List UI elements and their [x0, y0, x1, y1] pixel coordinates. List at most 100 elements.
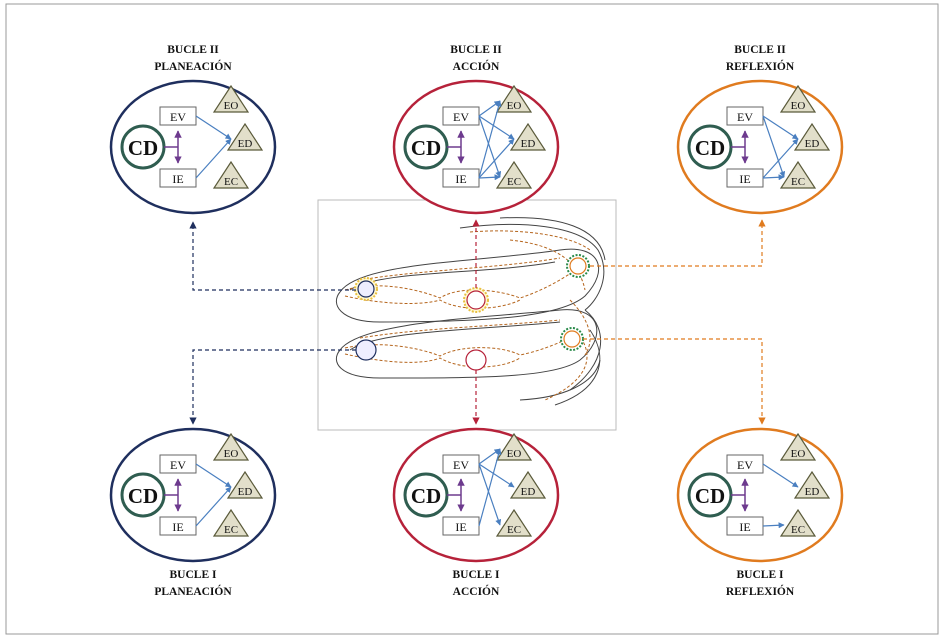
ed-label: ED	[238, 486, 253, 498]
panel-title-line1: BUCLE I	[170, 569, 217, 581]
ed-triangle	[226, 470, 264, 499]
connectors	[189, 219, 766, 425]
ie-label: IE	[455, 520, 466, 534]
ed-label: ED	[521, 138, 536, 150]
cd-label: CD	[695, 484, 725, 508]
panel-title-line2: REFLEXIÓN	[726, 584, 795, 598]
panel-title-line1: BUCLE II	[450, 44, 502, 56]
arrow-ev-ed	[762, 463, 799, 488]
ec-triangle	[495, 160, 533, 189]
arrow-ie-ed	[195, 486, 232, 527]
arrow-ie-ed	[762, 138, 799, 179]
mini-node-ref-2	[566, 254, 590, 278]
panel-title-line1: BUCLE II	[734, 44, 786, 56]
spiral-illustration	[317, 199, 617, 431]
arrow-ev-ec	[478, 115, 502, 178]
ev-label: EV	[453, 458, 469, 472]
arrow-ev-ec	[478, 463, 502, 526]
ed-label: ED	[238, 138, 253, 150]
panel-title-line2: PLANEACIÓN	[154, 584, 232, 598]
panel-title-line2: ACCIÓN	[453, 584, 500, 598]
arrow-ev-ed	[478, 115, 515, 140]
ed-triangle	[226, 122, 264, 151]
ed-label: ED	[805, 138, 820, 150]
ec-label: EC	[224, 176, 238, 188]
cd-label: CD	[128, 136, 158, 160]
mini-node-acc-2	[463, 287, 489, 313]
ed-label: ED	[805, 486, 820, 498]
arrow-ev-ed	[195, 463, 232, 488]
eo-triangle	[495, 84, 533, 113]
ie-label: IE	[172, 172, 183, 186]
ev-label: EV	[170, 458, 186, 472]
arrow-ie-ec	[478, 174, 501, 181]
mini-node-plan-1	[355, 339, 377, 361]
ie-label: IE	[172, 520, 183, 534]
panel-p1-acc: BUCLE I ACCIÓN CD EV IE EO ED EC	[392, 427, 560, 598]
ie-label: IE	[739, 520, 750, 534]
eo-label: EO	[224, 100, 239, 112]
ev-label: EV	[170, 110, 186, 124]
connector-ref-1	[583, 338, 766, 425]
arrow-ie-ed	[195, 138, 232, 179]
panel-title-line1: BUCLE I	[453, 569, 500, 581]
panel-title-line2: PLANEACIÓN	[154, 59, 232, 73]
ec-label: EC	[507, 524, 521, 536]
outer-frame	[5, 3, 939, 635]
eo-label: EO	[507, 100, 522, 112]
cd-label: CD	[128, 484, 158, 508]
ed-triangle	[509, 470, 547, 499]
eo-triangle	[212, 432, 250, 461]
cd-label: CD	[695, 136, 725, 160]
eo-label: EO	[507, 448, 522, 460]
eo-triangle	[779, 84, 817, 113]
arrow-ie-ec	[762, 522, 785, 529]
ie-label: IE	[739, 172, 750, 186]
eo-triangle	[495, 432, 533, 461]
ec-label: EC	[507, 176, 521, 188]
arrow-ev-ed	[478, 463, 515, 488]
ed-triangle	[509, 122, 547, 151]
connector-plan-1	[189, 349, 356, 425]
cd-label: CD	[411, 484, 441, 508]
ie-label: IE	[455, 172, 466, 186]
ev-label: EV	[737, 458, 753, 472]
arrow-ie-ec	[762, 174, 785, 181]
connector-plan-2	[189, 221, 356, 291]
ed-label: ED	[521, 486, 536, 498]
eo-triangle	[212, 84, 250, 113]
arrow-ie-ed	[478, 138, 515, 179]
ec-label: EC	[791, 176, 805, 188]
ec-triangle	[212, 160, 250, 189]
ec-triangle	[212, 508, 250, 537]
ec-label: EC	[791, 524, 805, 536]
eo-label: EO	[791, 448, 806, 460]
cd-label: CD	[411, 136, 441, 160]
ed-triangle	[793, 122, 831, 151]
panel-title-line2: ACCIÓN	[453, 59, 500, 73]
mini-node-ref-1	[560, 327, 584, 351]
ec-triangle	[779, 508, 817, 537]
ed-triangle	[793, 470, 831, 499]
panel-p2-acc: BUCLE II ACCIÓN CD EV IE EO ED EC	[392, 44, 560, 215]
panel-p1-ref: BUCLE I REFLEXIÓN CD EV IE EO ED EC	[676, 427, 844, 598]
ev-label: EV	[453, 110, 469, 124]
connector-ref-2	[590, 219, 766, 267]
panel-title-line2: REFLEXIÓN	[726, 59, 795, 73]
mini-node-acc-1	[465, 349, 487, 371]
arrow-ev-ed	[762, 115, 799, 140]
panel-title-line1: BUCLE I	[737, 569, 784, 581]
ec-triangle	[495, 508, 533, 537]
ec-triangle	[779, 160, 817, 189]
spiral-frame	[317, 199, 617, 431]
arrow-ie-eo	[478, 100, 502, 179]
ec-label: EC	[224, 524, 238, 536]
eo-triangle	[779, 432, 817, 461]
panels: BUCLE II PLANEACIÓN CD EV IE EO ED EC BUCLE II AC…	[109, 44, 844, 598]
ev-label: EV	[737, 110, 753, 124]
